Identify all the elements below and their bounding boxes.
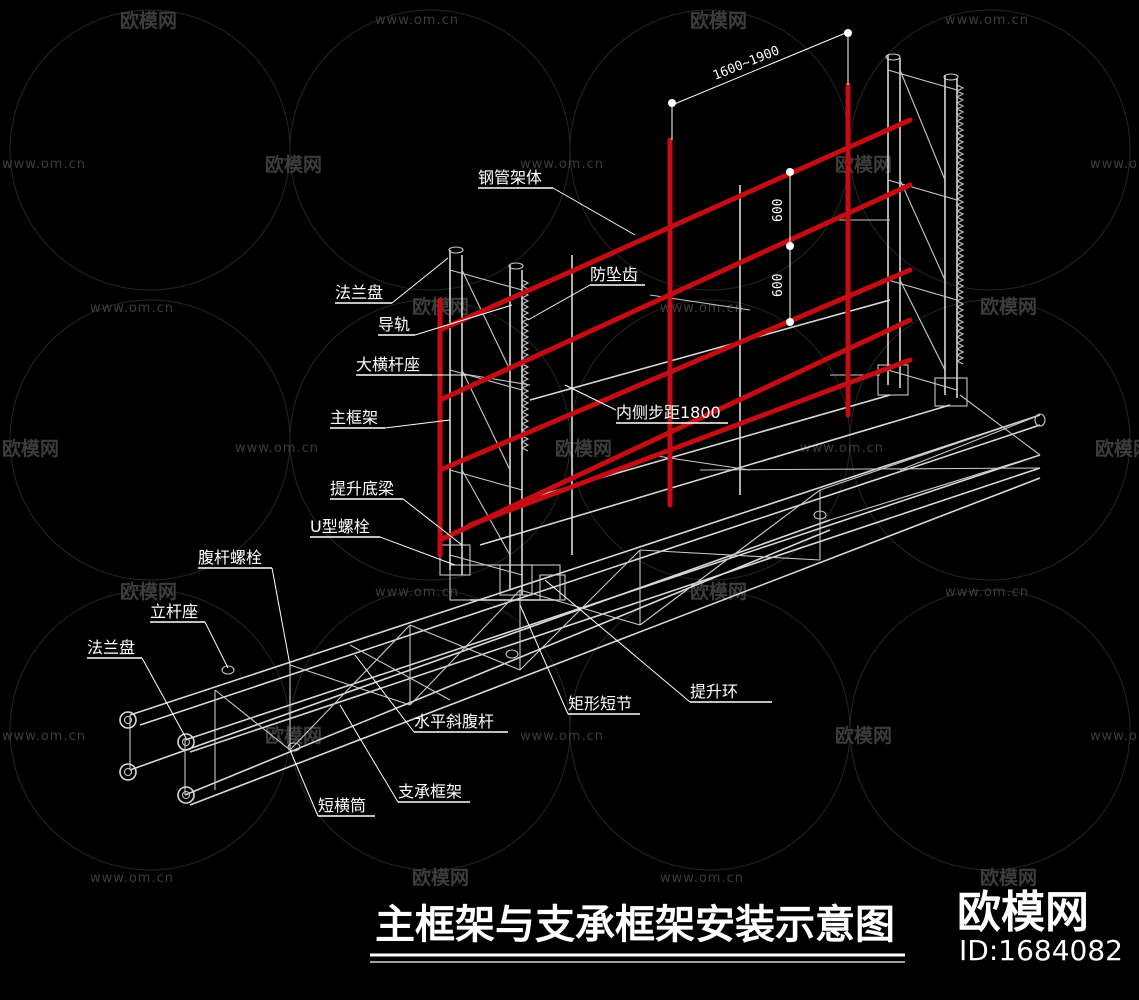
watermark-site: www.om.cn	[520, 729, 604, 744]
label-flange-top: 法兰盘	[335, 283, 383, 302]
callout-u-bolt: U型螺栓	[310, 517, 456, 566]
label-flange-bottom: 法兰盘	[87, 638, 135, 657]
label-u-bolt: U型螺栓	[310, 517, 370, 536]
callout-horiz-diag: 水平斜腹杆	[354, 654, 508, 733]
watermark-name: 欧模网	[120, 580, 177, 603]
callout-ledger-seat: 大横杆座	[356, 355, 470, 376]
callout-support-frame: 支承框架	[339, 704, 470, 803]
watermark-name: 欧模网	[120, 9, 177, 32]
callout-lift-beam: 提升底梁	[330, 479, 463, 546]
label-ledger-seat: 大横杆座	[356, 355, 420, 374]
brand-id: ID:1684082	[959, 934, 1123, 967]
label-lift-beam: 提升底梁	[330, 479, 394, 498]
callout-lift-ring: 提升环	[544, 579, 772, 703]
main-frame-right	[877, 53, 968, 407]
callout-anti-fall: 防坠齿	[527, 265, 645, 321]
watermark-name: 欧模网	[980, 866, 1037, 889]
watermark-name: 欧模网	[1095, 437, 1139, 460]
watermark-name: 欧模网	[835, 724, 892, 747]
dim-spacing-lower-text: 600	[771, 274, 786, 297]
watermark-name: 欧模网	[265, 153, 322, 176]
label-horiz-diag: 水平斜腹杆	[414, 712, 494, 731]
label-steel-pipe: 钢管架体	[478, 168, 542, 187]
watermark-name: 欧模网	[980, 295, 1037, 318]
callout-web-bolt: 腹杆螺栓	[198, 548, 291, 666]
label-web-bolt: 腹杆螺栓	[198, 548, 262, 567]
diagram-title: 主框架与支承框架安装示意图	[375, 901, 895, 948]
watermark-site: www.om.cn	[1090, 729, 1139, 744]
watermark-site: www.om.cn	[90, 301, 174, 316]
watermark-name: 欧模网	[690, 9, 747, 32]
watermark-site: www.om.cn	[375, 13, 459, 28]
label-lift-ring: 提升环	[690, 682, 738, 701]
callout-guide-rail: 导轨	[378, 304, 513, 336]
brand-name: 欧模网	[957, 887, 1089, 938]
watermark-site: www.om.cn	[660, 871, 744, 886]
dimension-spacing: 600 600	[771, 168, 794, 326]
callout-inner-step: 内侧步距1800	[564, 384, 728, 424]
label-anti-fall: 防坠齿	[590, 265, 638, 284]
label-main-frame: 主框架	[330, 408, 378, 427]
callout-short-tube: 短横筒	[289, 749, 375, 817]
watermark-site: www.om.cn	[945, 585, 1029, 600]
watermark-site: www.om.cn	[235, 441, 319, 456]
watermark-site: www.om.cn	[1090, 157, 1139, 172]
support-frame-truss	[119, 394, 1046, 806]
label-rect-section: 矩形短节	[568, 694, 632, 713]
main-frame-left	[439, 246, 566, 601]
watermark-site: www.om.cn	[520, 157, 604, 172]
dim-spacing-upper-text: 600	[771, 199, 786, 222]
callout-flange-bottom: 法兰盘	[87, 638, 187, 739]
watermark-site: www.om.cn	[90, 871, 174, 886]
watermark-site: www.om.cn	[2, 157, 86, 172]
watermark-name: 欧模网	[835, 153, 892, 176]
label-post-seat: 立杆座	[150, 602, 198, 621]
callout-flange-top: 法兰盘	[335, 257, 449, 304]
watermark-name: 欧模网	[555, 437, 612, 460]
callout-post-seat: 立杆座	[150, 602, 229, 669]
watermark-site: www.om.cn	[660, 301, 744, 316]
watermark-site: www.om.cn	[375, 585, 459, 600]
watermark-name: 欧模网	[2, 437, 59, 460]
label-short-tube: 短横筒	[318, 796, 366, 815]
watermark-name: 欧模网	[412, 866, 469, 889]
label-support-frame: 支承框架	[398, 782, 462, 801]
watermark-site: www.om.cn	[800, 441, 884, 456]
label-guide-rail: 导轨	[378, 315, 410, 334]
callout-steel-pipe: 钢管架体	[478, 168, 636, 236]
callout-rect-section: 矩形短节	[519, 604, 640, 715]
callout-main-frame: 主框架	[330, 408, 451, 429]
steel-pipe-frame	[437, 82, 913, 558]
watermark-site: www.om.cn	[2, 729, 86, 744]
watermark-name: 欧模网	[690, 580, 747, 603]
label-inner-step: 内侧步距1800	[616, 403, 721, 422]
dimension-span: 1600~1900	[668, 29, 852, 140]
watermark-site: www.om.cn	[945, 13, 1029, 28]
